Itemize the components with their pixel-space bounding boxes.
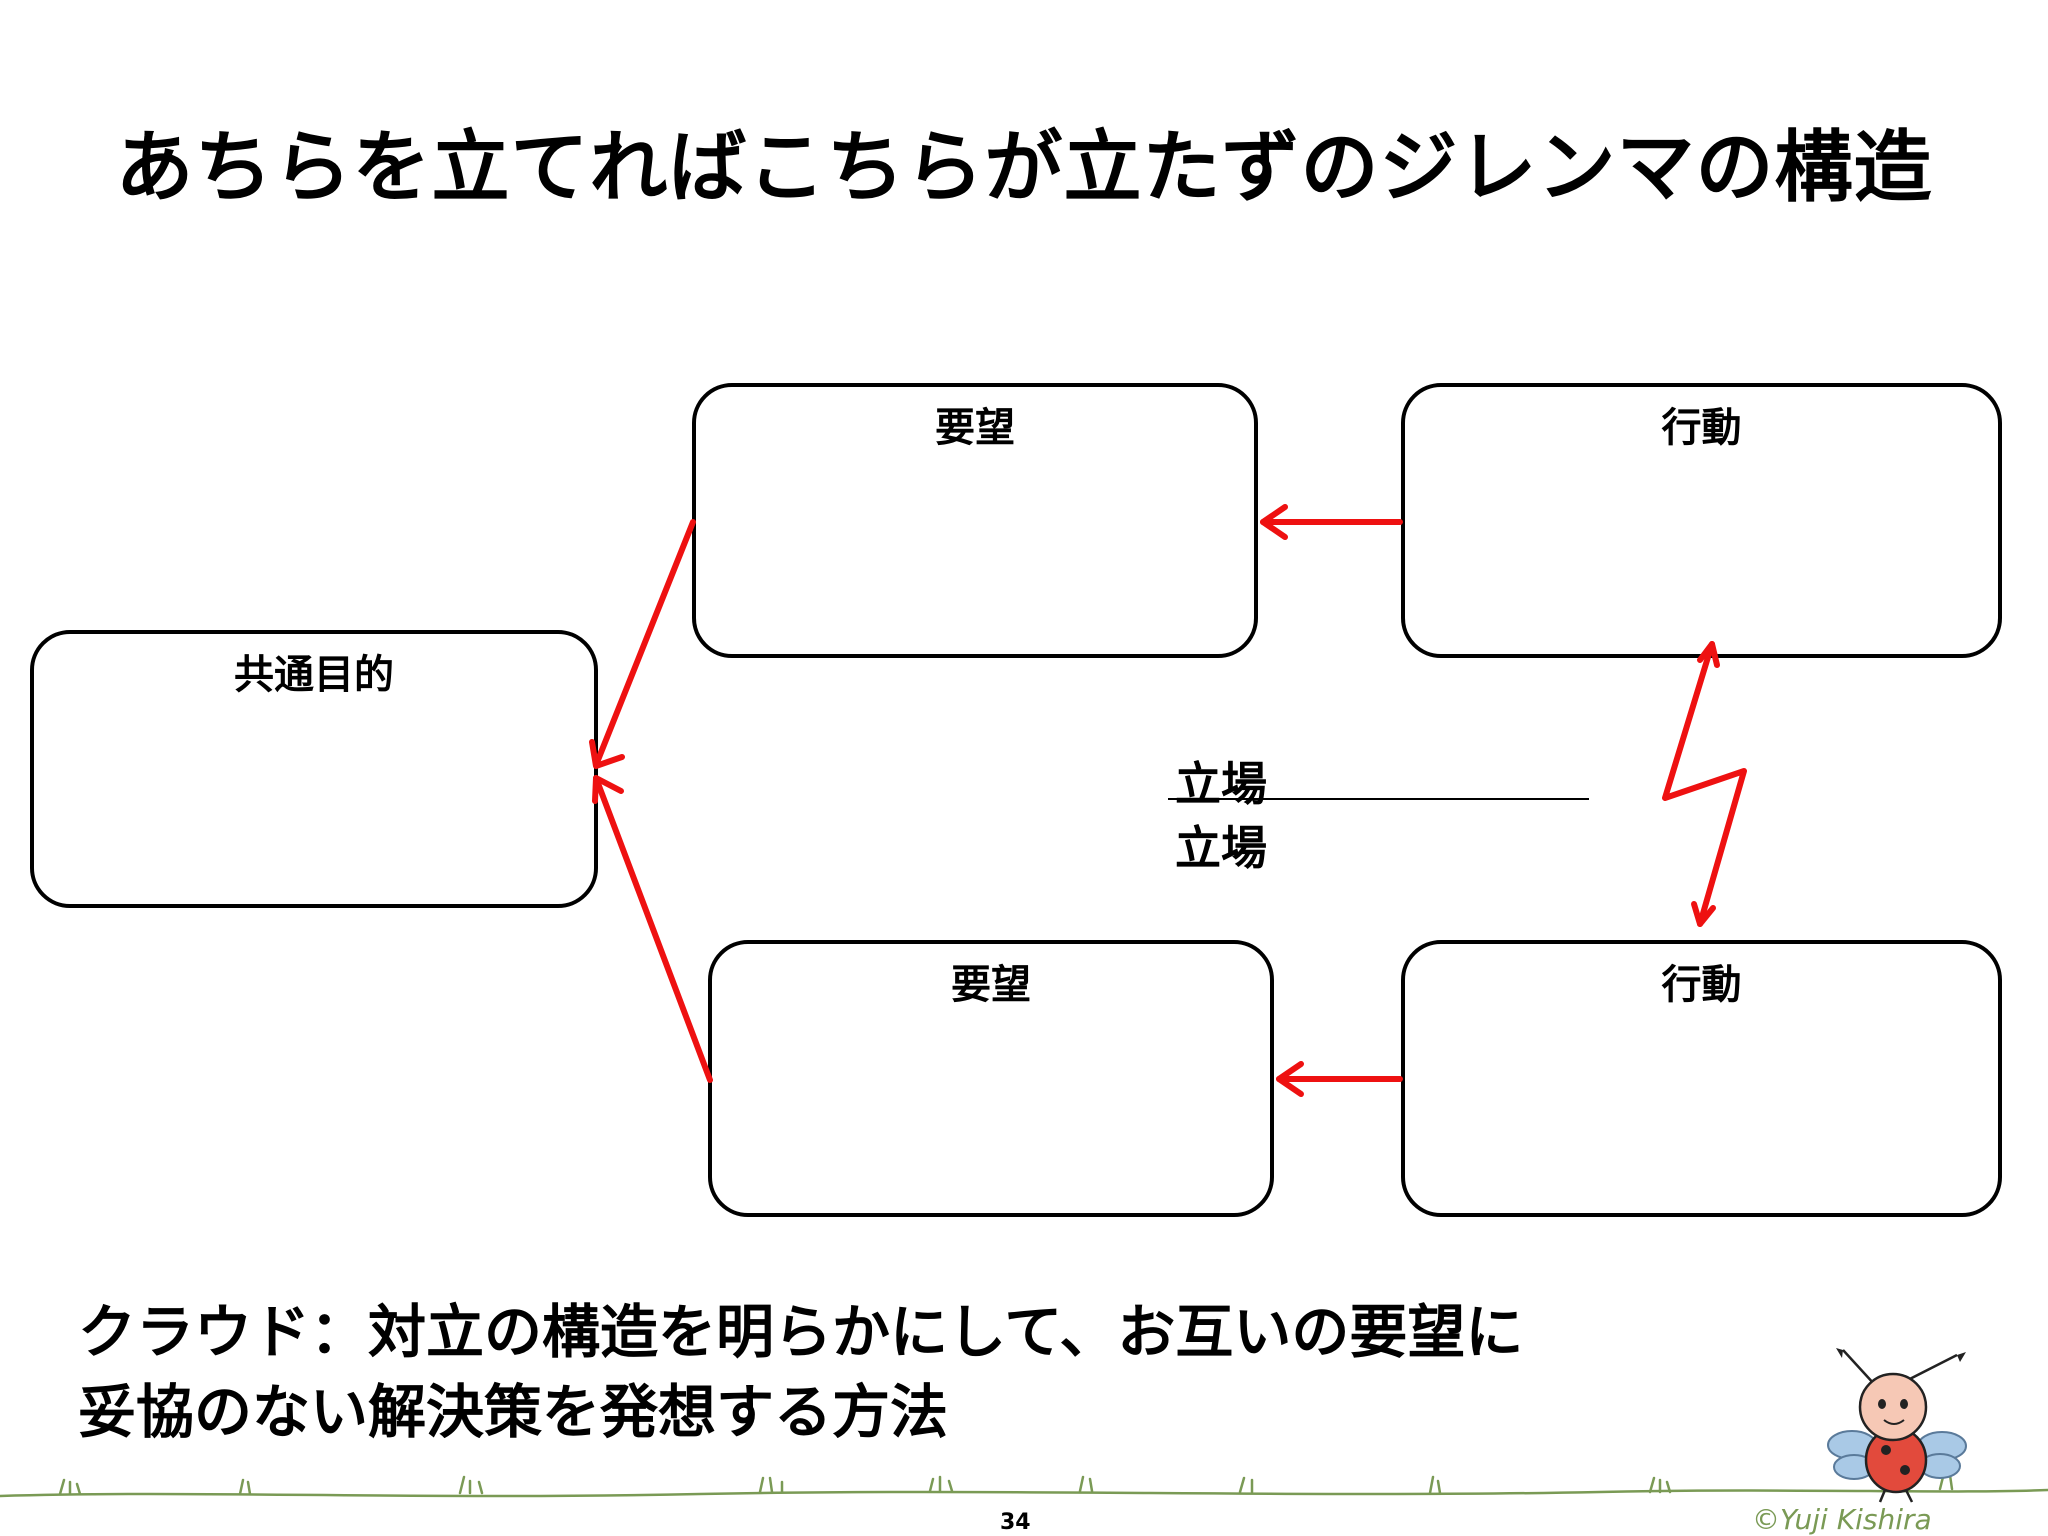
action-bottom-label: 行動 — [1661, 962, 1742, 1008]
copyright-credit: ©Yuji Kishira — [1752, 1503, 1932, 1536]
grass-decoration — [0, 1473, 2048, 1498]
common-goal-box: 共通目的 — [30, 630, 598, 908]
arrowhead-goal-top — [589, 739, 625, 769]
caption-line-1: クラウド：対立の構造を明らかにして、お互いの要望に — [78, 1298, 1524, 1366]
arrowhead-goal-bottom — [592, 775, 624, 804]
arrowhead-conflict-top — [1697, 641, 1720, 668]
arrows — [589, 504, 1747, 1097]
conflict-zigzag — [1662, 641, 1747, 927]
common-goal-label: 共通目的 — [234, 652, 394, 698]
arrowhead-desire-top — [1260, 504, 1288, 540]
position-label-top: 立場 — [1175, 757, 1267, 811]
arrowhead-desire-bottom — [1276, 1061, 1304, 1097]
position-label-bottom: 立場 — [1175, 821, 1267, 875]
desire-top-label: 要望 — [935, 405, 1015, 451]
action-top-label: 行動 — [1661, 405, 1742, 451]
caption-line-2: 妥協のない解決策を発想する方法 — [78, 1378, 949, 1446]
arrowhead-conflict-bottom — [1691, 901, 1716, 927]
desire-bottom-label: 要望 — [951, 962, 1031, 1008]
action-bottom-box: 行動 — [1401, 940, 2002, 1217]
action-top-box: 行動 — [1401, 383, 2002, 658]
desire-top-box: 要望 — [692, 383, 1258, 658]
ladybug-mascot-icon — [1827, 1348, 1967, 1503]
arrow-desire-bottom-to-goal — [593, 775, 713, 1083]
slide-title: あちらを立てればこちらが立たずのジレンマの構造 — [115, 123, 1933, 213]
arrow-desire-top-to-goal — [593, 519, 696, 768]
desire-bottom-box: 要望 — [708, 940, 1274, 1217]
page-number: 34 — [1000, 1510, 1031, 1535]
